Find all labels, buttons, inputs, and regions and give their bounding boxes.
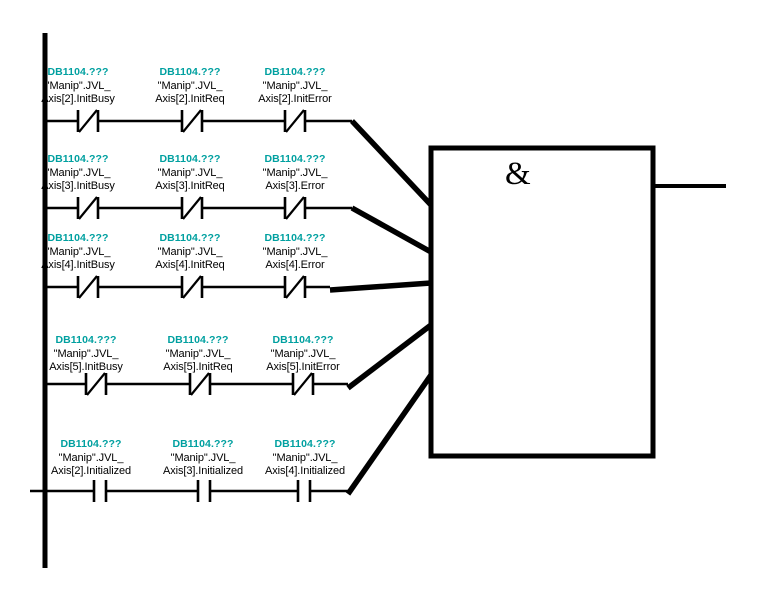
rung-5-contact-2[interactable] bbox=[196, 480, 212, 502]
and-operator-symbol: & bbox=[505, 156, 531, 192]
symbol-text-line1: "Manip".JVL_ bbox=[262, 80, 328, 92]
symbol-text-line1: "Manip".JVL_ bbox=[45, 246, 111, 258]
address-text: DB1104.??? bbox=[274, 438, 336, 450]
symbol-text-line2: Axis[3].InitBusy bbox=[41, 180, 115, 192]
symbol-text-line2: Axis[4].InitBusy bbox=[41, 259, 115, 271]
rung-2-contact-1[interactable] bbox=[76, 196, 100, 220]
rung-2-contact-2[interactable] bbox=[180, 196, 204, 220]
address-text: DB1104.??? bbox=[264, 153, 326, 165]
symbol-text-line1: "Manip".JVL_ bbox=[157, 246, 223, 258]
and-box[interactable] bbox=[428, 145, 656, 459]
symbol-text-line1: "Manip".JVL_ bbox=[45, 80, 111, 92]
rung-4-contact-3-label: DB1104.??? "Manip".JVL_ Axis[5].InitErro… bbox=[251, 334, 355, 374]
rung-5-contact-3[interactable] bbox=[296, 480, 312, 502]
symbol-text-line1: "Manip".JVL_ bbox=[262, 246, 328, 258]
address-text: DB1104.??? bbox=[272, 334, 334, 346]
symbol-text-line1: "Manip".JVL_ bbox=[272, 452, 338, 464]
symbol-text-line2: Axis[4].InitReq bbox=[155, 259, 225, 271]
address-text: DB1104.??? bbox=[167, 334, 229, 346]
address-text: DB1104.??? bbox=[264, 66, 326, 78]
rung-2-contact-1-label: DB1104.??? "Manip".JVL_ Axis[3].InitBusy bbox=[28, 153, 128, 193]
symbol-text-line2: Axis[2].Initialized bbox=[50, 465, 132, 477]
rung-3-contact-1[interactable] bbox=[76, 275, 100, 299]
symbol-text-line2: Axis[5].InitReq bbox=[163, 361, 233, 373]
symbol-text-line2: Axis[2].InitReq bbox=[155, 93, 225, 105]
address-text: DB1104.??? bbox=[47, 232, 109, 244]
rung-2-contact-3-label: DB1104.??? "Manip".JVL_ Axis[3].Error bbox=[243, 153, 347, 193]
address-text: DB1104.??? bbox=[60, 438, 122, 450]
symbol-text-line2: Axis[2].InitBusy bbox=[41, 93, 115, 105]
rung-3-contact-3-label: DB1104.??? "Manip".JVL_ Axis[4].Error bbox=[243, 232, 347, 272]
rung-2-gate-connector bbox=[350, 205, 433, 255]
rung-1-contact-3-label: DB1104.??? "Manip".JVL_ Axis[2].InitErro… bbox=[243, 66, 347, 106]
address-text: DB1104.??? bbox=[47, 153, 109, 165]
rung-1-contact-1-label: DB1104.??? "Manip".JVL_ Axis[2].InitBusy bbox=[28, 66, 128, 106]
rung-4-contact-1[interactable] bbox=[84, 372, 108, 396]
symbol-text-line2: Axis[3].Error bbox=[265, 180, 325, 192]
symbol-text-line2: Axis[5].InitError bbox=[266, 361, 340, 373]
symbol-text-line2: Axis[2].InitError bbox=[258, 93, 332, 105]
rung-1-contact-1[interactable] bbox=[76, 109, 100, 133]
rung-5-gate-connector bbox=[345, 373, 434, 496]
symbol-text-line1: "Manip".JVL_ bbox=[45, 167, 111, 179]
symbol-text-line1: "Manip".JVL_ bbox=[165, 348, 231, 360]
rung-4-gate-connector bbox=[346, 322, 433, 391]
symbol-text-line1: "Manip".JVL_ bbox=[157, 80, 223, 92]
address-text: DB1104.??? bbox=[47, 66, 109, 78]
rung-4-contact-3[interactable] bbox=[291, 372, 315, 396]
rung-1-contact-2-label: DB1104.??? "Manip".JVL_ Axis[2].InitReq bbox=[140, 66, 240, 106]
rung-4-contact-1-label: DB1104.??? "Manip".JVL_ Axis[5].InitBusy bbox=[36, 334, 136, 374]
address-text: DB1104.??? bbox=[159, 232, 221, 244]
address-text: DB1104.??? bbox=[264, 232, 326, 244]
address-text: DB1104.??? bbox=[172, 438, 234, 450]
address-text: DB1104.??? bbox=[55, 334, 117, 346]
rung-3-contact-1-label: DB1104.??? "Manip".JVL_ Axis[4].InitBusy bbox=[28, 232, 128, 272]
symbol-text-line1: "Manip".JVL_ bbox=[270, 348, 336, 360]
rung-5-contact-2-label: DB1104.??? "Manip".JVL_ Axis[3].Initiali… bbox=[148, 438, 258, 478]
rung-5-contact-1[interactable] bbox=[92, 480, 108, 502]
rung-3-contact-2[interactable] bbox=[180, 275, 204, 299]
symbol-text-line1: "Manip".JVL_ bbox=[262, 167, 328, 179]
rung-2-contact-2-label: DB1104.??? "Manip".JVL_ Axis[3].InitReq bbox=[140, 153, 240, 193]
rung-3-contact-3[interactable] bbox=[283, 275, 307, 299]
rung-3-contact-2-label: DB1104.??? "Manip".JVL_ Axis[4].InitReq bbox=[140, 232, 240, 272]
symbol-text-line1: "Manip".JVL_ bbox=[170, 452, 236, 464]
address-text: DB1104.??? bbox=[159, 153, 221, 165]
rung-3-gate-connector bbox=[329, 280, 432, 293]
symbol-text-line2: Axis[4].Initialized bbox=[264, 465, 346, 477]
rung-2-contact-3[interactable] bbox=[283, 196, 307, 220]
address-text: DB1104.??? bbox=[159, 66, 221, 78]
symbol-text-line2: Axis[4].Error bbox=[265, 259, 325, 271]
rung-1-contact-2[interactable] bbox=[180, 109, 204, 133]
symbol-text-line2: Axis[3].Initialized bbox=[162, 465, 244, 477]
rung-1-gate-connector bbox=[349, 119, 434, 207]
rung-1-contact-3[interactable] bbox=[283, 109, 307, 133]
rung-5-contact-3-label: DB1104.??? "Manip".JVL_ Axis[4].Initiali… bbox=[250, 438, 360, 478]
rung-4-contact-2[interactable] bbox=[188, 372, 212, 396]
symbol-text-line1: "Manip".JVL_ bbox=[157, 167, 223, 179]
rung-4-contact-2-label: DB1104.??? "Manip".JVL_ Axis[5].InitReq bbox=[148, 334, 248, 374]
rung-5-contact-1-label: DB1104.??? "Manip".JVL_ Axis[2].Initiali… bbox=[36, 438, 146, 478]
symbol-text-line2: Axis[5].InitBusy bbox=[49, 361, 123, 373]
symbol-text-line1: "Manip".JVL_ bbox=[58, 452, 124, 464]
symbol-text-line1: "Manip".JVL_ bbox=[53, 348, 119, 360]
symbol-text-line2: Axis[3].InitReq bbox=[155, 180, 225, 192]
